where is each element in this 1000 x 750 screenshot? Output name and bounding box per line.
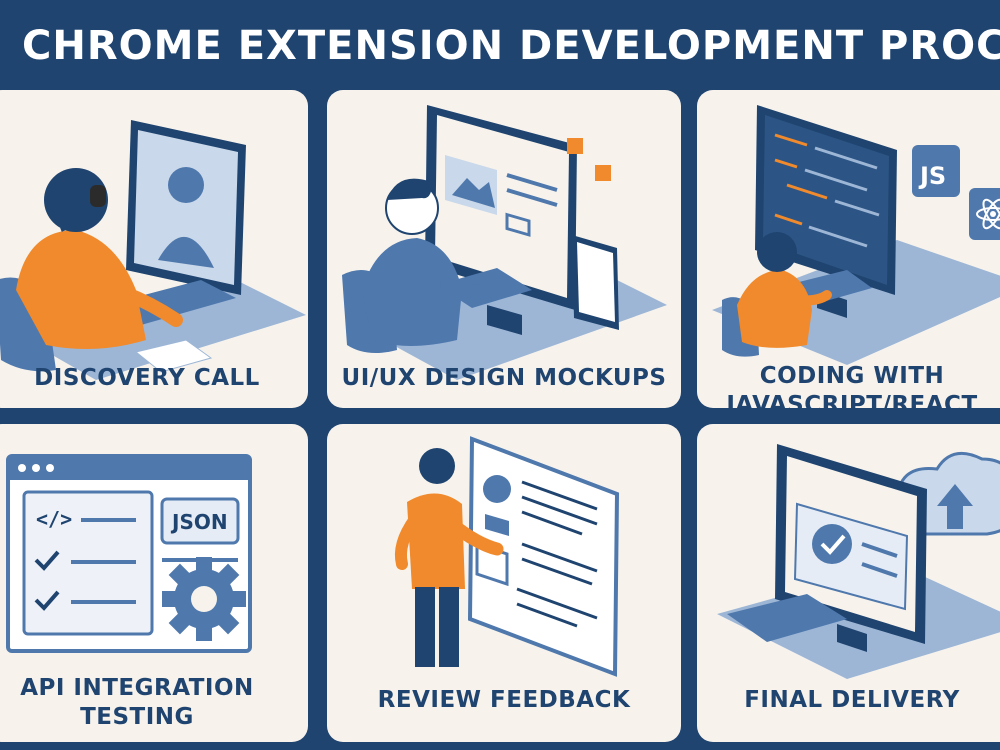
step-caption: API INTEGRATION TESTING <box>0 674 308 732</box>
page-title: CHROME EXTENSION DEVELOPMENT PROCESS <box>22 23 1000 69</box>
step-coding-javascript-react: JS CODING WITH JAVASCRIPT/REACT <box>697 90 1000 408</box>
browser-checklist-json-gear-icon: </> JSON <box>6 454 252 653</box>
monitor-check-cloud-upload-icon <box>717 444 1000 679</box>
developer-code-js-react-icon: JS <box>712 105 1000 365</box>
step-final-delivery: FINAL DELIVERY <box>697 424 1000 742</box>
gear-icon <box>162 557 246 641</box>
step-caption-line: TESTING <box>80 704 194 730</box>
step-caption: DISCOVERY CALL <box>34 365 260 391</box>
designer-monitor-wireframe-icon <box>342 105 667 380</box>
step-caption: UI/UX DESIGN MOCKUPS <box>341 365 667 391</box>
person-headset-video-call-icon <box>0 120 306 380</box>
step-discovery-call: DISCOVERY CALL <box>0 90 308 408</box>
step-caption-line: API INTEGRATION <box>20 675 254 701</box>
step-ui-ux-design-mockups: UI/UX DESIGN MOCKUPS <box>327 90 681 408</box>
step-caption: FINAL DELIVERY <box>744 687 960 713</box>
svg-text:JS: JS <box>918 162 946 190</box>
step-api-integration-testing: </> JSON API INTEGRATION TESTING <box>0 424 308 742</box>
json-label: JSON <box>170 510 228 534</box>
person-reviewing-board-icon <box>394 436 620 677</box>
step-caption: REVIEW FEEDBACK <box>377 687 631 713</box>
step-review-feedback: REVIEW FEEDBACK <box>327 424 681 742</box>
step-caption: CODING WITH JAVASCRIPT/REACT <box>697 362 1000 408</box>
svg-text:</>: </> <box>36 507 72 531</box>
step-caption-line: CODING WITH <box>759 363 945 389</box>
step-caption-line: JAVASCRIPT/REACT <box>726 392 978 408</box>
